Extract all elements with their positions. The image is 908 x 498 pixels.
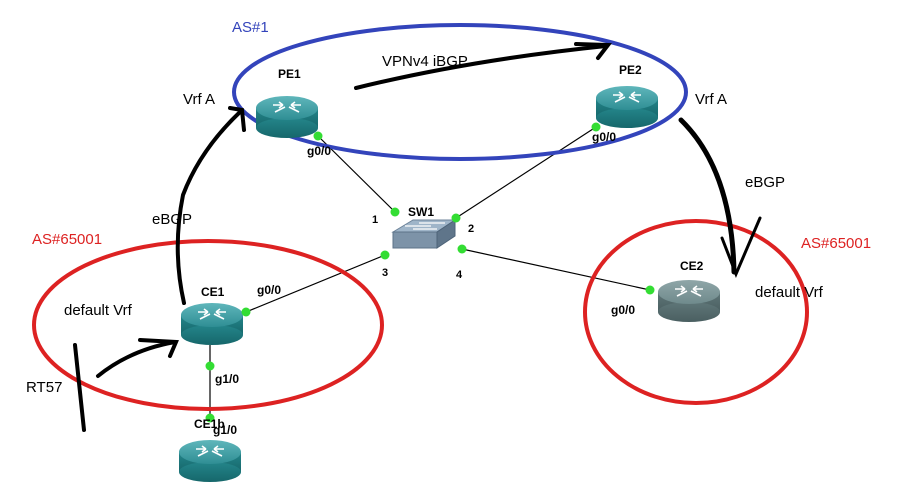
router-pe1[interactable] [256, 96, 318, 138]
arrows [73, 42, 762, 432]
arrow-rt57 [73, 343, 86, 432]
ce2-port-label: g0/0 [611, 303, 635, 317]
ce1-label: CE1 [201, 285, 225, 299]
port-dots [205, 122, 655, 423]
port-dot-sw1-1 [390, 207, 400, 217]
ce1b-g10-label: g1/0 [213, 423, 237, 437]
as65001-right-boundary [583, 219, 809, 405]
ce2-label: CE2 [680, 259, 704, 273]
router-ce2[interactable] [658, 280, 720, 322]
switch-sw1[interactable] [391, 219, 457, 249]
as65001-left-label: AS#65001 [32, 231, 102, 248]
ce1-g00-label: g0/0 [257, 283, 281, 297]
arrow-ebgp-left [175, 110, 242, 305]
default-vrf-right-label: default Vrf [755, 284, 824, 301]
port-dot-sw1-3 [380, 250, 390, 260]
port-dot-sw1-4 [457, 244, 467, 254]
as1-label: AS#1 [232, 19, 269, 36]
pe1-port-label: g0/0 [307, 144, 331, 158]
vpnv4-label: VPNv4 iBGP [382, 53, 468, 70]
sw1-port-4-label: 4 [456, 269, 463, 281]
pe2-label: PE2 [619, 63, 642, 77]
links [209, 126, 651, 418]
port-dot-ce2 [645, 285, 655, 295]
port-dot-ce1-g00 [241, 307, 251, 317]
default-vrf-left-label: default Vrf [64, 302, 133, 319]
router-pe2[interactable] [596, 86, 658, 128]
port-dot-ce1-g10 [205, 361, 215, 371]
link-sw1-ce2 [461, 248, 651, 291]
port-dot-pe1 [313, 131, 323, 141]
sw1-port-3-label: 3 [382, 267, 388, 279]
port-dot-ce1b-g10 [205, 413, 215, 423]
vrf-a-left-label: Vrf A [183, 91, 215, 108]
vrf-a-right-label: Vrf A [695, 91, 727, 108]
arrow-vpnv4-head [574, 42, 612, 60]
sw1-port-2-label: 2 [468, 223, 474, 235]
arrow-ebgp-right [678, 117, 737, 275]
ebgp-left-label: eBGP [152, 211, 192, 228]
router-ce1[interactable] [181, 303, 243, 345]
port-dot-pe2 [591, 122, 601, 132]
as65001-right-label: AS#65001 [801, 235, 871, 252]
pe2-port-label: g0/0 [592, 130, 616, 144]
arrow-ebgp-left-head [228, 106, 246, 132]
as1-boundary [232, 23, 688, 161]
rt57-label: RT57 [26, 379, 62, 396]
ebgp-right-label: eBGP [745, 174, 785, 191]
link-pe2-sw1 [455, 126, 597, 219]
sw1-label: SW1 [408, 205, 434, 219]
pe1-label: PE1 [278, 67, 301, 81]
port-dot-sw1-2 [451, 213, 461, 223]
link-ce1-sw1 [245, 254, 386, 313]
arrow-rt57-body [96, 340, 177, 378]
ce1b-label: CE1b [194, 417, 225, 431]
arrow-vpnv4 [354, 44, 608, 90]
router-ce1b[interactable] [179, 440, 241, 482]
ce1-g10-label: g1/0 [215, 372, 239, 386]
as65001-left-boundary [32, 239, 384, 411]
arrow-ebgp-right-head [720, 216, 762, 278]
arrow-rt57-head [138, 338, 179, 358]
sw1-port-1-label: 1 [372, 214, 378, 226]
